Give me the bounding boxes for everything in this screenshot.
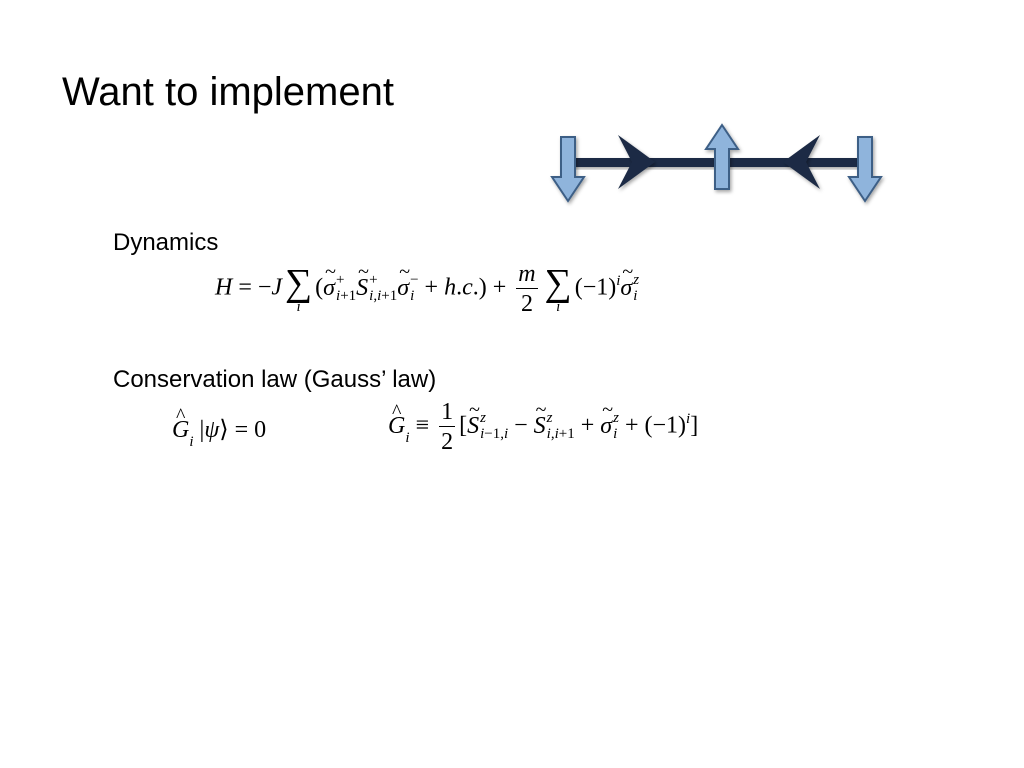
link-arrow-right-icon — [618, 135, 655, 189]
spin-up-icon — [704, 123, 740, 190]
spin-down-icon — [847, 136, 883, 203]
gauss-operator-equation: Gi ≡ 12[Szi−1,i − Szi,i+1 + σzi + (−1)i] — [388, 400, 698, 454]
gauss-constraint-equation: Gi |ψ⟩ = 0 — [172, 406, 266, 450]
link-arrow-left-icon — [783, 135, 820, 189]
slide-title: Want to implement — [62, 70, 394, 114]
hamiltonian-equation: H = −J∑i(σ+i+1S+i,i+1σ−i + h.c.) + m2∑i(… — [215, 262, 639, 316]
spin-down-icon — [550, 136, 586, 203]
conservation-law-label: Conservation law (Gauss’ law) — [113, 366, 437, 393]
spin-chain-diagram — [550, 123, 883, 203]
dynamics-label: Dynamics — [113, 229, 219, 256]
